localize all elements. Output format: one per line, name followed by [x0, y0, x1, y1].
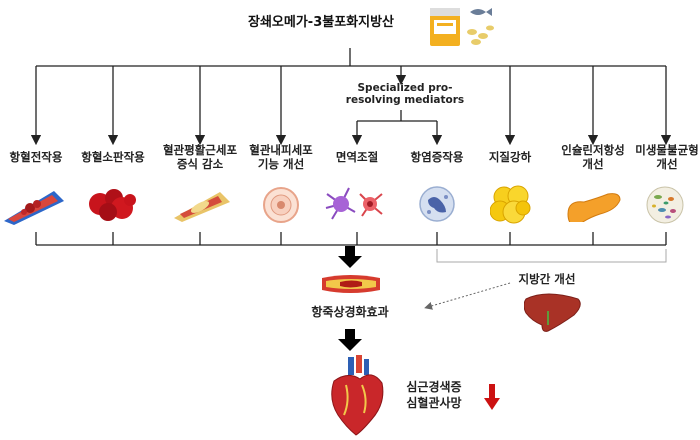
heart-icon — [331, 355, 384, 436]
smooth-muscle-cell-icon — [174, 192, 230, 222]
omega3-supplement-icon — [430, 8, 494, 46]
effect-label-insulin: 인슐린저항성 개선 — [561, 143, 625, 171]
fat-cells-icon — [490, 185, 531, 224]
effect-label-microbiome: 미생물불균형 개선 — [635, 143, 699, 171]
decrease-arrow-icon — [484, 384, 500, 410]
white-blood-cell-icon — [419, 186, 455, 222]
immune-cells-icon — [325, 187, 383, 220]
artery-icon — [322, 275, 380, 293]
outcome-label-cv-death: 심혈관사망 — [406, 396, 462, 410]
effect-label-smooth-muscle: 혈관평활근세포 증식 감소 — [162, 143, 238, 171]
effect-label-lipid-lowering: 지질강하 — [488, 150, 532, 164]
spm-label: Specialized pro-resolving mediators — [345, 82, 465, 106]
liver-icon — [524, 293, 581, 332]
effect-label-antithrombotic: 항혈전작용 — [9, 150, 63, 164]
liver-label: 지방간 개선 — [518, 272, 576, 286]
gut-microbiome-icon — [646, 186, 684, 224]
outcome-label-mi: 심근경색증 — [406, 380, 462, 394]
platelet-icon — [89, 189, 136, 221]
effect-label-endothelial: 혈관내피세포 기능 개선 — [249, 143, 313, 171]
pancreas-icon — [567, 193, 621, 222]
effect-label-immune: 면역조절 — [335, 150, 379, 164]
effect-label-anti-inflammatory: 항염증작용 — [410, 150, 464, 164]
result-label: 항죽상경화효과 — [311, 305, 389, 319]
effect-label-antiplatelet: 항혈소판작용 — [81, 150, 145, 164]
endothelial-cell-icon — [263, 187, 299, 223]
diagram-title: 장쇄오메가-3불포화지방산 — [248, 15, 395, 30]
blood-vessel-clot-icon — [4, 191, 64, 225]
